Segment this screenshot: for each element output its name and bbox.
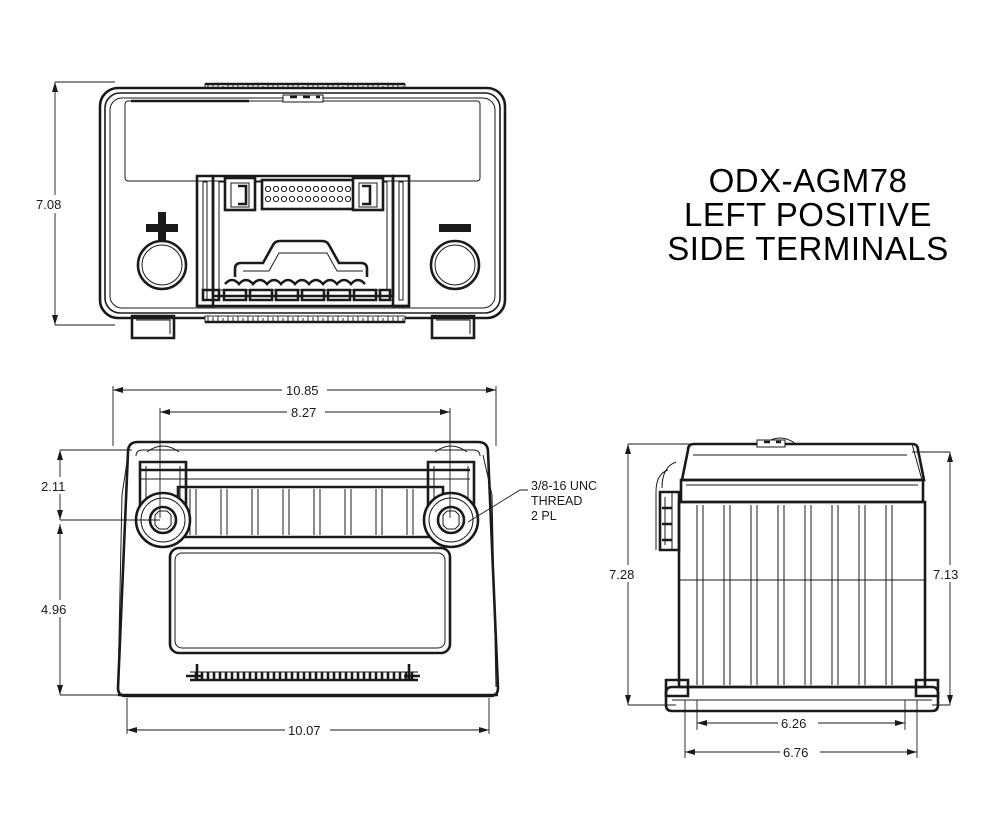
- dimension-8-27: 8.27: [159, 403, 451, 518]
- handle-bracket-left: [223, 176, 257, 212]
- front-view: 10.85 8.27 2.11 4.96: [38, 381, 597, 738]
- thread-note-line-2: THREAD: [531, 494, 582, 508]
- minus-symbol-icon: [439, 224, 471, 232]
- dimension-10-07: 10.07: [126, 698, 490, 738]
- vent-hole-array: [264, 185, 352, 203]
- dimension-6-26: 6.26: [696, 700, 906, 731]
- dimension-label: 2.11: [41, 479, 65, 494]
- dimension-label: 6.76: [783, 745, 808, 760]
- top-view-foot-left: [130, 314, 176, 340]
- end-view: 7.28 7.13 6.26 6.76: [606, 437, 970, 760]
- dimension-label: 10.07: [288, 723, 321, 738]
- dimension-label: 7.08: [36, 197, 61, 212]
- terminal-right-front: [422, 460, 480, 549]
- title-line-1: ODX-AGM78: [709, 162, 908, 199]
- thread-note-line-3: 2 PL: [531, 509, 557, 523]
- dimension-label: 10.85: [286, 383, 319, 398]
- top-view-lid-notch: [282, 94, 324, 103]
- title-block: ODX-AGM78 LEFT POSITIVE SIDE TERMINALS: [667, 162, 948, 267]
- top-view-handle: [195, 174, 411, 308]
- dimension-7-28: 7.28: [606, 443, 692, 706]
- thread-note: 3/8-16 UNC THREAD 2 PL: [467, 479, 597, 523]
- dimension-7-08: 7.08: [32, 81, 115, 326]
- title-line-2: LEFT POSITIVE: [684, 196, 932, 233]
- dimension-10-85: 10.85: [112, 381, 497, 446]
- thread-note-line-1: 3/8-16 UNC: [531, 479, 597, 493]
- front-view-rib-band: [176, 485, 445, 539]
- dimension-7-13: 7.13: [912, 451, 970, 706]
- dimension-label: 7.13: [933, 567, 958, 582]
- dimension-label: 7.28: [609, 567, 634, 582]
- dimension-2-11: 2.11: [38, 449, 160, 521]
- top-view: 7.08: [32, 81, 507, 340]
- terminal-left-front: [134, 460, 192, 549]
- handle-bracket-right: [351, 176, 385, 212]
- front-view-holddown-rail: [186, 664, 420, 682]
- plus-symbol-icon: [146, 212, 178, 244]
- dimension-label: 4.96: [41, 602, 66, 617]
- dimension-6-76: 6.76: [684, 700, 918, 760]
- end-view-side-terminal: [655, 461, 681, 552]
- front-view-label-panel: [168, 546, 452, 655]
- dimension-label: 8.27: [291, 405, 316, 420]
- title-line-3: SIDE TERMINALS: [667, 230, 948, 267]
- terminal-negative-top: [429, 224, 481, 291]
- top-view-foot-right: [430, 314, 476, 340]
- terminal-positive-top: [136, 212, 188, 291]
- top-view-bottom-vent-band: [204, 315, 406, 324]
- end-view-rib-group: [696, 505, 893, 685]
- dimension-label: 6.26: [781, 716, 806, 731]
- dimension-4-96: 4.96: [38, 524, 120, 696]
